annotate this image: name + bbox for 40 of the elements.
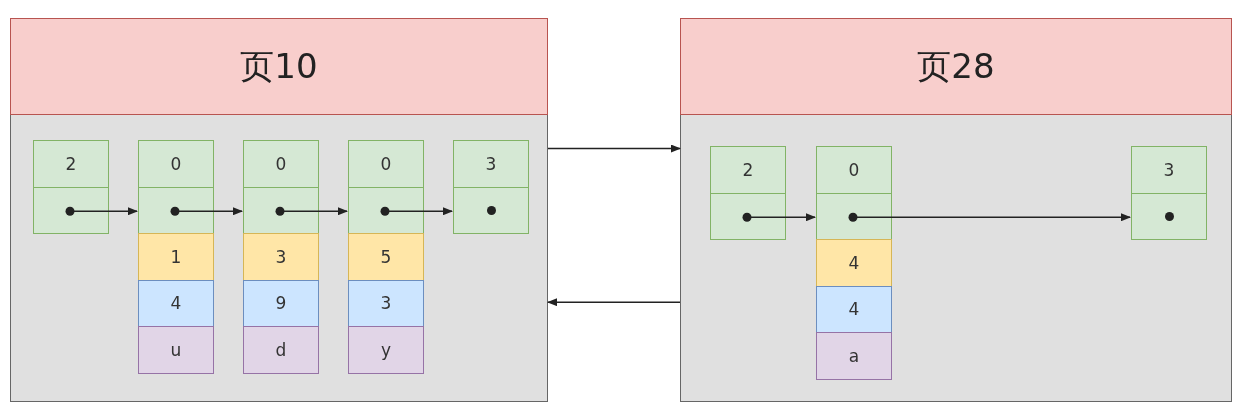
arrow bbox=[275, 206, 348, 216]
record-field: 5 bbox=[348, 233, 424, 281]
record-field: 3 bbox=[243, 233, 319, 281]
record-field: 4 bbox=[816, 285, 892, 333]
record-field: 0 bbox=[816, 146, 892, 194]
record-field: 3 bbox=[1131, 146, 1207, 194]
record-field: 0 bbox=[243, 140, 319, 188]
arrow bbox=[170, 206, 243, 216]
record-box bbox=[33, 141, 109, 234]
record-box bbox=[453, 141, 529, 234]
record-field: y bbox=[348, 326, 424, 374]
record-field: a bbox=[816, 332, 892, 380]
page-header: 页28 bbox=[680, 18, 1232, 115]
arrow bbox=[547, 144, 681, 153]
page-panel bbox=[680, 18, 1232, 402]
record-field: d bbox=[243, 326, 319, 374]
arrow bbox=[380, 206, 453, 216]
record-field: 4 bbox=[816, 239, 892, 287]
record-field: u bbox=[138, 326, 214, 374]
record-field: 2 bbox=[710, 146, 786, 194]
record-box bbox=[710, 147, 786, 240]
record-field: 1 bbox=[138, 233, 214, 281]
record-field: 3 bbox=[453, 140, 529, 188]
record-box bbox=[138, 141, 214, 374]
arrow bbox=[65, 206, 138, 216]
record-field: 2 bbox=[33, 140, 109, 188]
arrow bbox=[742, 212, 816, 222]
record-box bbox=[243, 141, 319, 374]
record-box bbox=[1131, 147, 1207, 240]
record-field: 9 bbox=[243, 279, 319, 327]
page-header: 页10 bbox=[10, 18, 548, 115]
record-field: 0 bbox=[348, 140, 424, 188]
record-box bbox=[816, 147, 892, 380]
record-field: 0 bbox=[138, 140, 214, 188]
record-field: 4 bbox=[138, 279, 214, 327]
page-panel bbox=[10, 18, 548, 402]
arrow bbox=[547, 298, 681, 307]
record-field: 3 bbox=[348, 279, 424, 327]
record-box bbox=[348, 141, 424, 374]
arrow bbox=[848, 212, 1131, 222]
